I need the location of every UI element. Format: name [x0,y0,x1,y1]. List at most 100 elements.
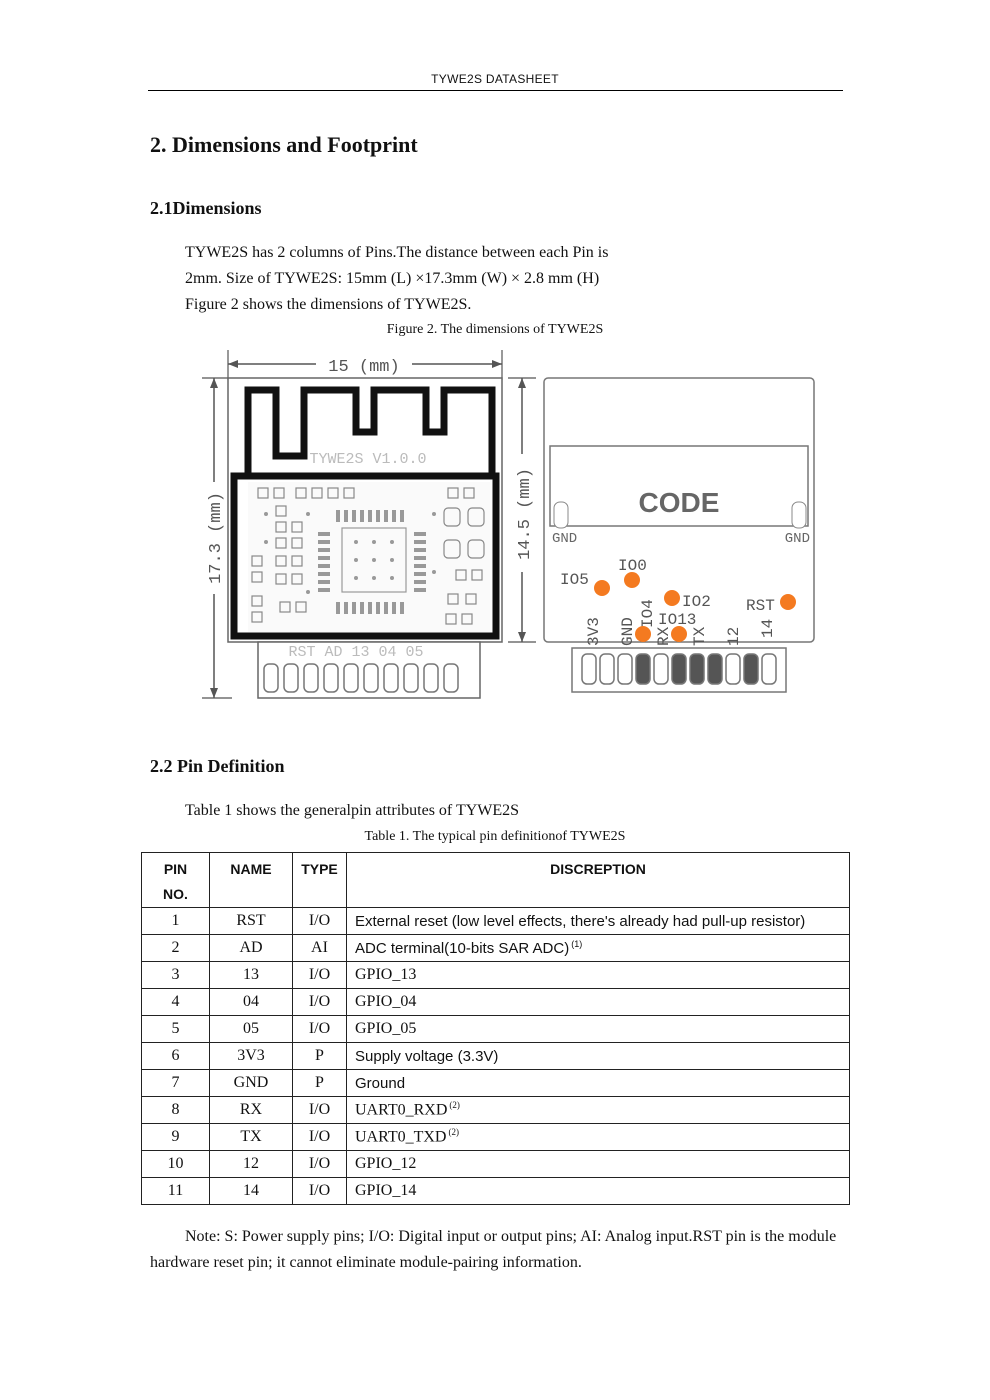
bottom-pin-labels: RST AD 13 04 05 [288,644,423,661]
pin-type-cell: I/O [292,988,347,1016]
page-header: TYWE2S DATASHEET [431,72,559,86]
pin-no-cell: 10 [141,1150,210,1178]
height-dimension-label: 17.3 (mm) [207,492,226,584]
pin-no-cell: 7 [141,1069,210,1097]
orange-pad [780,594,796,610]
pin-name-cell: RST [209,907,293,935]
orange-pad [635,626,651,642]
pad-label-io2: IO2 [682,593,711,611]
pin-name-cell: RX [209,1096,293,1124]
pin-label-rx: RX [655,626,673,646]
pin-description-text: Ground [355,1074,406,1092]
gnd-right-label: GND [785,531,810,547]
pin-type-cell: I/O [292,907,347,935]
footnote-marker: (2) [448,1127,459,1138]
pin-description-text: UART0_TXD [355,1128,447,1146]
column-header-type: TYPE [292,852,347,908]
pin-label-gnd: GND [619,617,637,646]
pin-name-cell: 13 [209,961,293,989]
column-header-description: DISCREPTION [346,852,850,908]
pin-label-12: 12 [725,627,743,646]
pin-no-cell: 6 [141,1042,210,1070]
pin-description-cell: Ground [346,1069,850,1097]
pin-description-cell: External reset (low level effects, there… [346,907,850,935]
section-title: 2. Dimensions and Footprint [150,132,418,157]
pin-type-cell: P [292,1069,347,1097]
pin-description-cell: GPIO_13 [346,961,850,989]
module-back-view: CODE GND GND IO5 IO0 IO2 RST IO4 IO13 3V… [543,377,815,693]
pin-description-text: GPIO_12 [355,1155,417,1172]
pin-description-text: GPIO_13 [355,966,417,983]
table-caption: Table 1. The typical pin definitionof TY… [364,829,626,844]
pin-description-cell: Supply voltage (3.3V) [346,1042,850,1070]
pin-description-text: Supply voltage (3.3V) [355,1047,499,1065]
pin-description-text: ADC terminal(10-bits SAR ADC) [355,940,570,957]
pin-type-cell: I/O [292,1177,347,1205]
pin-definition-heading: 2.2 Pin Definition [150,756,285,776]
pin-description-cell: ADC terminal(10-bits SAR ADC)(1) [346,934,850,962]
pin-definition-intro: Table 1 shows the generalpin attributes … [185,802,520,819]
column-header-name: NAME [209,852,293,908]
table-header-row: PIN NO. NAME TYPE DISCREPTION [141,852,850,908]
pin-label-14: 14 [759,619,777,638]
paragraph-line: Figure 2 shows the dimensions of TYWE2S. [185,296,472,313]
pin-description-cell: UART0_RXD(2) [346,1096,850,1124]
pin-description-text: External reset (low level effects, there… [355,912,806,930]
pin-description-cell: GPIO_05 [346,1015,850,1043]
pad-label-io13: IO13 [658,611,696,629]
pin-no-cell: 2 [141,934,210,962]
pin-no-cell: 9 [141,1123,210,1151]
gnd-left-label: GND [552,531,577,547]
module-dimension-figure: 15 (mm) 17.3 (mm) 14.5 (mm) TYWE2S V1.0.… [196,342,826,712]
column-header-pin-no: PIN NO. [141,852,210,908]
pin-name-cell: 04 [209,988,293,1016]
board-label: TYWE2S V1.0.0 [309,451,426,468]
pin-no-cell: 3 [141,961,210,989]
module-dimension-drawing: 15 (mm) 17.3 (mm) 14.5 (mm) TYWE2S V1.0.… [202,350,815,699]
dimensions-paragraph: TYWE2S has 2 columns of Pins.The distanc… [185,240,608,318]
pin-type-cell: I/O [292,961,347,989]
orange-pad [624,572,640,588]
dimensions-heading: 2.1Dimensions [150,198,262,218]
paragraph-line: TYWE2S has 2 columns of Pins.The distanc… [185,244,609,261]
pin-name-cell: AD [209,934,293,962]
orange-pad [671,626,687,642]
pin-label-tx: TX [691,626,709,646]
pin-description-text: GPIO_05 [355,1020,417,1037]
footnote-marker: (2) [449,1100,460,1111]
orange-pad [594,580,610,596]
pad-label-rst: RST [746,597,775,615]
pin-no-cell: 1 [141,907,210,935]
pin-type-cell: I/O [292,1096,347,1124]
pin-name-cell: GND [209,1069,293,1097]
pin-name-cell: 3V3 [209,1042,293,1070]
pin-name-cell: 05 [209,1015,293,1043]
footnote-marker: (1) [571,939,583,949]
header-divider [148,90,843,91]
pin-description-cell: GPIO_04 [346,988,850,1016]
orange-pads [594,572,796,642]
pin-no-cell: 8 [141,1096,210,1124]
code-label: CODE [639,487,720,518]
pin-description-cell: UART0_TXD(2) [346,1123,850,1151]
pin-name-cell: 12 [209,1150,293,1178]
width-dimension-label: 15 (mm) [328,358,399,377]
orange-pad [664,590,680,606]
pin-no-cell: 4 [141,988,210,1016]
pin-type-cell: I/O [292,1150,347,1178]
pin-label-3v3: 3V3 [585,617,603,646]
pin-type-cell: AI [292,934,347,962]
pin-description-text: GPIO_04 [355,993,417,1010]
pin-description-text: UART0_RXD [355,1101,448,1119]
